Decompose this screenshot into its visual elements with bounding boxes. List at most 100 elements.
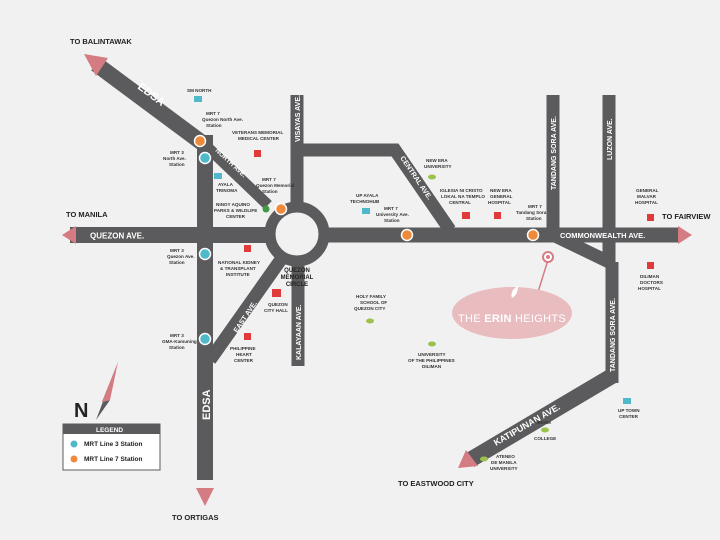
legend-title: LEGEND — [96, 427, 123, 434]
label-neu-2: UNIVERSITY — [424, 164, 452, 169]
school-icon-up — [428, 341, 436, 347]
label-sm-north: SM NORTH — [187, 88, 212, 93]
label-neu-hospital-2: GENERAL — [490, 194, 513, 199]
road-commonwealth-bend — [550, 229, 612, 268]
label-trinoma-1: AYALA — [218, 182, 234, 187]
label-malvar-1: GENERAL — [636, 188, 659, 193]
label-qc-hall-1: QUEZON — [268, 302, 288, 307]
project-name-prefix: THE — [458, 313, 484, 325]
project-leaf-icon — [511, 286, 518, 298]
arrow-fairview — [678, 226, 692, 244]
mall-icon-sm-north — [194, 96, 202, 102]
label-commonwealth: COMMONWEALTH AVE. — [560, 231, 645, 240]
label-mrt7-qmc-3: Station — [262, 189, 278, 194]
label-mrt7-north-3: Station — [206, 123, 222, 128]
label-inc-1: IGLESIA NI CRISTO — [440, 188, 483, 193]
mrt-stations — [193, 134, 540, 346]
label-mrt3-north-2: North Ave. — [163, 156, 186, 161]
park-icon-ninoy — [262, 205, 270, 213]
label-mrt3-quezon-1: MRT 3 — [170, 248, 184, 253]
label-ninoy-2: PARKS & WILDLIFE — [214, 208, 257, 213]
label-visayas: VISAYAS AVE. — [295, 95, 302, 142]
label-luzon: LUZON AVE. — [607, 118, 614, 160]
road-edsa-upper — [91, 57, 210, 152]
label-quezon: QUEZON AVE. — [90, 232, 144, 241]
label-ninoy-3: CENTER — [226, 214, 246, 219]
legend-mrt3-label: MRT Line 3 Station — [84, 441, 143, 448]
label-veterans-2: MEDICAL CENTER — [238, 136, 280, 141]
label-mrt3-north-3: Station — [169, 162, 185, 167]
school-icon-ateneo — [480, 456, 488, 462]
label-up-ayala-1: UP AYALA — [356, 193, 379, 198]
school-icon-miriam — [541, 427, 549, 433]
dest-balintawak: TO BALINTAWAK — [70, 37, 132, 46]
label-ateneo-2: DE MANILA — [491, 460, 517, 465]
label-diliman-doc-1: DILIMAN — [640, 274, 660, 279]
label-holy-family-2: SCHOOL OF — [360, 300, 387, 305]
road-central-ave — [302, 143, 456, 234]
hospital-icon-nkti — [244, 245, 251, 252]
dest-ortigas: TO ORTIGAS — [172, 513, 219, 522]
arrow-eastwood — [458, 450, 478, 468]
label-up-3: DILIMAN — [422, 364, 442, 369]
label-ninoy-1: NINOY AQUINO — [216, 202, 250, 207]
hospital-icon-malvar — [647, 214, 654, 221]
circle-label-line2: MEMORIAL — [281, 275, 314, 281]
arrow-manila — [62, 226, 76, 244]
mrt7-qmc-station-icon — [274, 202, 288, 216]
label-mrt3-gma-2: GMA-Kamuning — [162, 339, 197, 344]
project-pin-dot — [546, 255, 550, 259]
mrt3-north-ave-station-icon — [198, 151, 212, 165]
label-up-ayala-2: TECHNOHUB — [350, 199, 380, 204]
legend: LEGEND MRT Line 3 Station MRT Line 7 Sta… — [62, 423, 161, 471]
quezon-memorial-circle-label: QUEZON MEMORIAL CIRCLE — [281, 268, 314, 288]
school-icon-neu — [428, 174, 436, 180]
legend-header — [63, 424, 160, 434]
legend-mrt7-icon — [69, 454, 79, 464]
label-holy-family-1: HOLY FAMILY — [356, 294, 386, 299]
label-inc-3: CENTRAL — [449, 200, 471, 205]
label-malvar-2: MALVAR — [637, 194, 657, 199]
label-trinoma-2: TRINOMA — [216, 188, 238, 193]
compass: N — [74, 362, 118, 422]
project-marker: THE ERIN HEIGHTS — [452, 251, 572, 339]
label-up-2: OF THE PHILIPPINES — [408, 358, 455, 363]
mall-icon-uptown — [623, 398, 631, 404]
label-qc-hall-2: CITY HALL — [264, 308, 288, 313]
church-icon-inc — [462, 212, 470, 219]
hospital-icon-veterans — [254, 150, 261, 157]
label-mrt7-univ-3: Station — [384, 218, 400, 223]
label-nkti-3: INSTITUTE — [226, 272, 250, 277]
label-mrt7-qmc-1: MRT 7 — [262, 177, 276, 182]
mrt3-gma-station-icon — [198, 332, 212, 346]
mrt7-north-ave-station-icon — [193, 134, 207, 148]
hospital-icon-phc — [244, 333, 251, 340]
school-icon-holy-family — [366, 318, 374, 324]
label-mrt7-ts-1: MRT 7 — [528, 204, 542, 209]
label-uptown-1: UP TOWN — [618, 408, 640, 413]
mrt7-univ-ave-station-icon — [400, 228, 414, 242]
project-pin-line — [537, 259, 549, 293]
label-mrt7-qmc-2: Quezon Memorial — [256, 183, 294, 188]
hospital-icon-diliman — [647, 262, 654, 269]
destination-arrows — [62, 54, 692, 506]
label-mrt7-univ-1: MRT 7 — [384, 206, 398, 211]
label-nkti-2: & TRANSPLANT — [220, 266, 256, 271]
label-phc-2: HEART — [236, 352, 252, 357]
label-malvar-3: HOSPITAL — [635, 200, 658, 205]
label-veterans-1: VETERANS MEMORIAL — [232, 130, 283, 135]
label-neu-hospital-3: HOSPITAL — [488, 200, 511, 205]
compass-arrow-shade — [102, 362, 118, 402]
project-name-suffix: HEIGHTS — [512, 313, 566, 325]
label-phc-1: PHILIPPINE — [230, 346, 256, 351]
label-diliman-doc-2: DOCTORS — [640, 280, 663, 285]
dest-manila: TO MANILA — [66, 210, 108, 219]
label-diliman-doc-3: HOSPITAL — [638, 286, 661, 291]
hospital-icon-neu — [494, 212, 501, 219]
label-mrt3-quezon-3: Station — [169, 260, 185, 265]
label-mrt7-ts-2: Tandang Sora — [516, 210, 547, 215]
label-mrt3-gma-1: MRT 3 — [170, 333, 184, 338]
label-miriam-1: MIRIAM — [534, 420, 551, 425]
